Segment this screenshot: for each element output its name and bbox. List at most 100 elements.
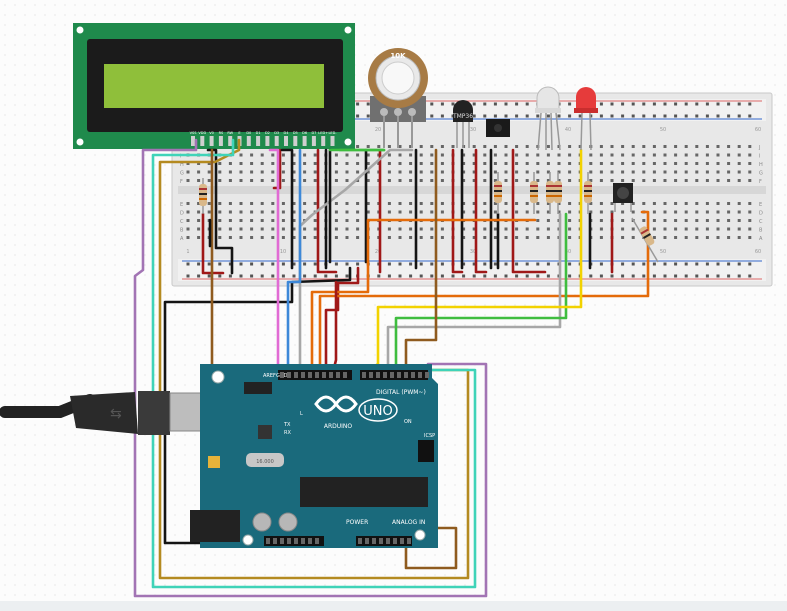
lcd-pin-label: D2 [265, 131, 270, 135]
sensor-label: TMP36 [452, 113, 473, 120]
header-pin [425, 372, 429, 378]
row-letter: A [759, 236, 763, 242]
header-pin [329, 372, 333, 378]
lcd-pin [302, 136, 307, 146]
column-number: 20 [375, 249, 381, 255]
tx-label: TX [283, 422, 291, 428]
row-letter: D [759, 211, 763, 217]
header-pin [411, 372, 415, 378]
header-pin [407, 538, 411, 544]
column-number: 10 [280, 249, 286, 255]
wire [201, 212, 225, 275]
wire [404, 148, 458, 570]
row-letter: B [759, 228, 763, 234]
resistor-bank[interactable] [494, 172, 592, 214]
lcd-pin-label: LED+ [318, 131, 328, 135]
row-letter: G [180, 171, 184, 177]
header-pin [322, 372, 326, 378]
lcd-pin [209, 136, 214, 146]
lcd-pin [191, 136, 195, 146]
row-letter: E [759, 202, 762, 208]
header-pin [336, 372, 340, 378]
lcd-pin [311, 136, 316, 146]
header-pin [372, 538, 376, 544]
header-pin [400, 538, 404, 544]
lcd-pin-label: D5 [293, 131, 298, 135]
header-pin [301, 372, 305, 378]
lcd-pin-label: D4 [284, 131, 290, 135]
header-pin [379, 538, 383, 544]
header-pin [315, 372, 319, 378]
row-letter: I [180, 154, 181, 160]
resistor-band [546, 190, 554, 192]
lcd-pin [321, 136, 326, 146]
lcd-pin [218, 136, 223, 146]
resistor-button[interactable] [631, 217, 659, 263]
header-pin [376, 372, 380, 378]
header-pin [390, 372, 394, 378]
header-pin [362, 372, 366, 378]
lcd-pin [246, 136, 251, 146]
lcd-pin-label: V0 [209, 131, 214, 135]
power-header-label: POWER [346, 519, 368, 526]
temperature-sensor[interactable]: TMP36 [452, 100, 473, 148]
row-letter: F [180, 179, 183, 185]
row-letter: J [758, 145, 760, 151]
resistor-lcd[interactable] [199, 178, 207, 214]
lcd-pin-label: RW [227, 131, 233, 135]
column-number: 60 [755, 127, 761, 133]
resistor-band [546, 185, 554, 187]
column-number: 50 [660, 249, 666, 255]
header-pin [369, 372, 373, 378]
column-number: 20 [375, 127, 381, 133]
row-letter: B [180, 228, 184, 234]
row-letter: I [759, 154, 760, 160]
resistor-band [530, 185, 538, 187]
resistor-band [554, 190, 562, 192]
ir-receiver[interactable] [486, 119, 510, 137]
row-letter: H [180, 162, 184, 168]
analog-header-label: ANALOG IN [392, 519, 425, 526]
column-number: 60 [755, 249, 761, 255]
red-led[interactable] [574, 87, 598, 151]
resistor-band [554, 185, 562, 187]
column-number: 1 [186, 249, 189, 255]
usb-cable[interactable]: ⇆ [0, 391, 213, 435]
header-pin [301, 538, 305, 544]
wire [310, 218, 537, 370]
wire [158, 138, 470, 580]
header-pin [266, 538, 270, 544]
lcd-pin [284, 136, 288, 146]
resistor-band [494, 185, 502, 187]
wire [151, 138, 477, 589]
header-pin [273, 538, 277, 544]
lcd-pin [256, 136, 261, 146]
resistor-band [584, 185, 592, 187]
column-number: 40 [565, 127, 571, 133]
resistor-band [546, 195, 554, 197]
column-number: 50 [660, 127, 666, 133]
header-pin [294, 372, 298, 378]
potentiometer[interactable]: 10K [368, 48, 428, 148]
lcd-pin [228, 136, 233, 146]
arduino-uno[interactable]: UNO ARDUINO DIGITAL (PWM~) POWER ANALOG … [190, 364, 438, 548]
resistor-band [494, 195, 502, 197]
header-pin [386, 538, 390, 544]
lcd-pin-label: D6 [302, 131, 307, 135]
row-letter: G [759, 171, 763, 177]
l-led-label: L [300, 411, 303, 417]
lcd-pin-label: D1 [256, 131, 261, 135]
wire [386, 212, 562, 370]
rgb-led[interactable] [535, 86, 561, 151]
header-pin [343, 372, 347, 378]
resistor-band [554, 195, 562, 197]
wire [163, 266, 352, 545]
wire [206, 148, 234, 275]
header-pin [308, 538, 312, 544]
row-letter: D [180, 211, 184, 217]
lcd-pin [265, 136, 270, 146]
push-button[interactable] [613, 183, 633, 212]
lcd-pin-label: VSS [190, 131, 198, 135]
resistor-band [530, 190, 538, 192]
